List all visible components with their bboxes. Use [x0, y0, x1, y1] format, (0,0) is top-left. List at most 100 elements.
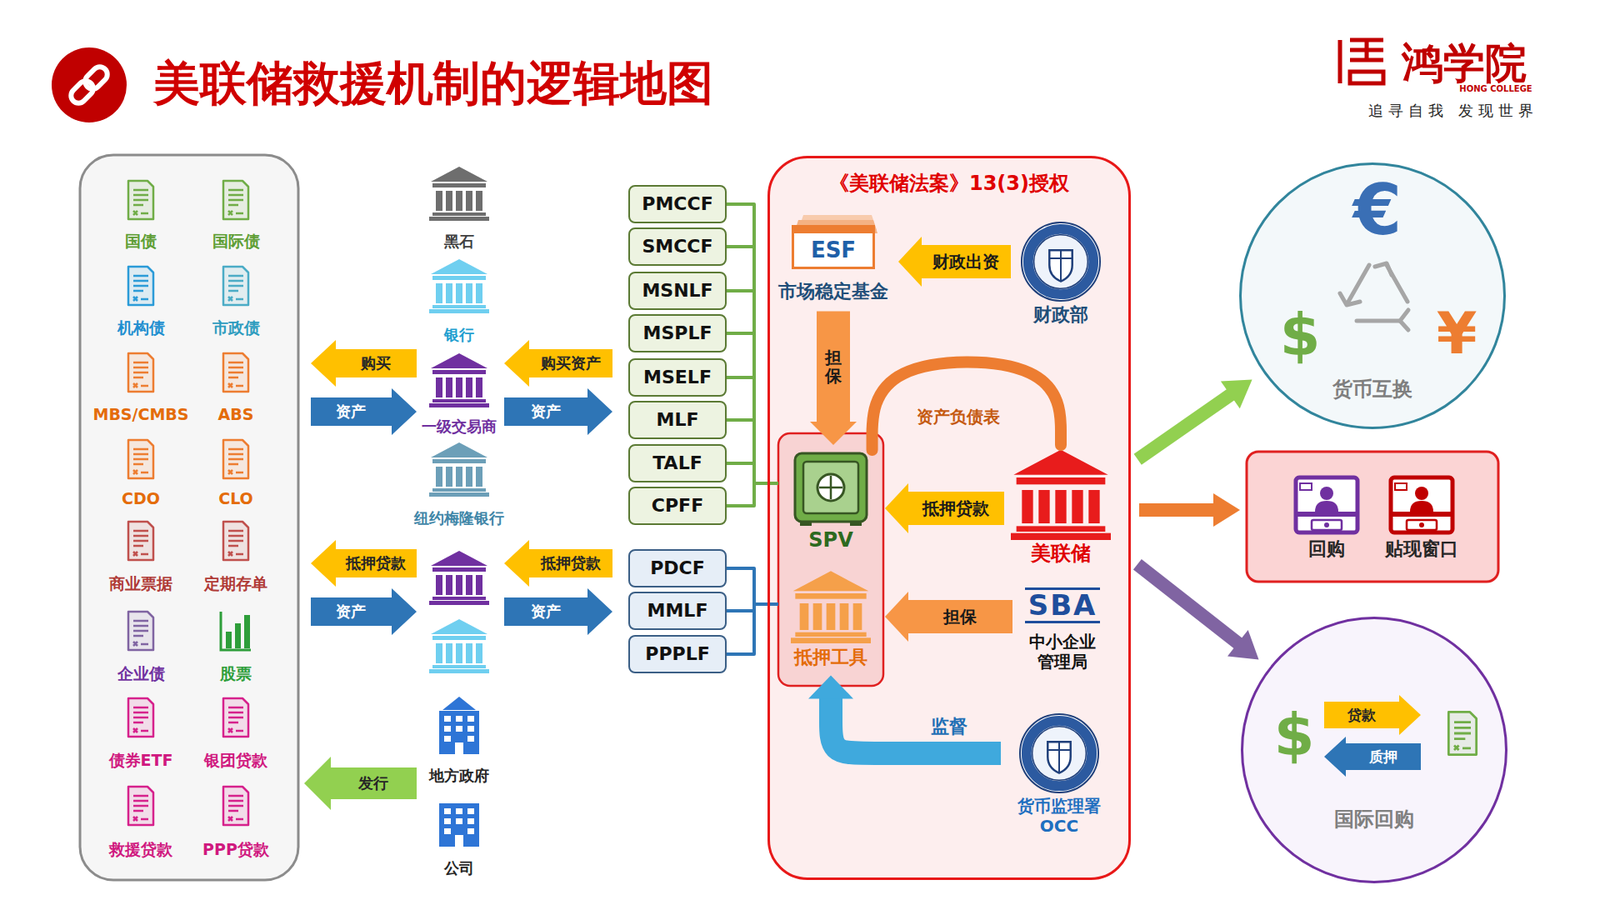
title-text: 美联储救援机制的逻辑地图	[153, 55, 714, 111]
bank-icon	[429, 619, 490, 674]
arrowhead	[808, 675, 854, 699]
connector-line	[872, 361, 1061, 450]
bank-icon	[429, 166, 490, 221]
doc-icon	[128, 698, 154, 737]
arrowhead	[810, 421, 857, 445]
node-text: PDCF	[650, 557, 705, 580]
block-arrow	[504, 388, 613, 435]
doc-icon	[223, 440, 249, 479]
edge-label: 财政出资	[932, 251, 1000, 272]
doc-icon	[223, 180, 249, 220]
facility-box: PPPLF	[628, 635, 727, 674]
facility-box: MSNLF	[628, 271, 727, 310]
connector-line	[907, 491, 1005, 525]
node-text: 美联储	[1012, 541, 1110, 566]
label-text: 贷款	[1347, 706, 1376, 724]
label-text: 救援贷款	[109, 840, 173, 860]
connector-line	[726, 246, 779, 484]
connector	[808, 675, 1001, 754]
label-text: 银行	[444, 325, 475, 345]
connector-line	[726, 604, 779, 655]
treasury-seal	[1021, 222, 1100, 301]
connector-line	[726, 420, 779, 484]
label-text: 资产	[530, 402, 561, 421]
doc-icon	[128, 786, 154, 825]
label-text: 购买资产	[540, 354, 601, 373]
block-arrow	[504, 588, 613, 635]
connector-line	[726, 333, 779, 484]
node-text: TALF	[652, 452, 702, 475]
connector	[726, 290, 779, 484]
node-text: SMCCF	[641, 235, 713, 258]
connector	[726, 246, 779, 484]
label-text: 银团贷款	[204, 750, 268, 770]
block-arrow	[1324, 695, 1421, 735]
bank-icon	[429, 353, 490, 408]
connector-line	[726, 204, 779, 484]
label-text: 国债	[125, 231, 157, 251]
node-text: 抵押工具	[785, 646, 877, 669]
label-text: 国际债	[212, 231, 260, 251]
doc-icon	[223, 266, 249, 305]
doc-icon	[1448, 711, 1476, 755]
node-text: 贴现窗口	[1385, 538, 1459, 560]
doc-icon	[128, 611, 154, 650]
connector	[1137, 564, 1260, 660]
label-text: 鸿学院	[1401, 38, 1527, 89]
connector	[1137, 380, 1252, 460]
panel-fill	[767, 155, 1131, 880]
connector-line	[1137, 394, 1231, 460]
block-arrow	[504, 540, 613, 587]
label-text: 定期存单	[204, 574, 268, 594]
node-text: MLF	[656, 409, 700, 431]
occ-seal	[1020, 714, 1099, 793]
label-text: 企业债	[117, 664, 165, 684]
connector	[885, 591, 1013, 642]
label-text: PPP贷款	[202, 840, 270, 860]
node-text: MSPLF	[643, 322, 713, 345]
connector	[1139, 493, 1240, 527]
node-text: 货币互换	[1241, 377, 1504, 402]
label-text: 股票	[220, 664, 252, 684]
stock-icon	[220, 611, 251, 650]
label-text: 抵押贷款	[345, 554, 406, 573]
label-text: 资产	[530, 602, 561, 621]
connector	[726, 483, 779, 506]
label-text: CLO	[218, 489, 254, 509]
label-text: 纽约梅隆银行	[414, 509, 505, 528]
bank-icon	[429, 550, 490, 605]
doc-icon	[128, 521, 154, 560]
block-arrow	[1324, 736, 1421, 777]
facility-box: MMLF	[628, 591, 727, 630]
bank-icon	[1010, 450, 1111, 540]
node-text: 中小企业 管理局	[1020, 631, 1105, 672]
connector	[885, 483, 1005, 534]
link-icon	[68, 64, 111, 107]
label-text: 质押	[1369, 748, 1398, 765]
arrowhead	[1227, 630, 1260, 660]
logo-mark	[1340, 40, 1384, 84]
node-text: PMCCF	[641, 193, 713, 215]
node-text: 国际回购	[1243, 807, 1505, 832]
node-text: MSELF	[643, 366, 712, 389]
spv-frame	[778, 433, 884, 686]
connector	[726, 333, 779, 484]
doc-icon	[223, 786, 249, 825]
cashier-icon	[1390, 477, 1453, 533]
node-text: MSNLF	[641, 280, 713, 302]
label-text: 市政债	[212, 318, 260, 338]
facility-box: MSELF	[628, 358, 727, 397]
node-text: 财政部	[1020, 304, 1101, 326]
bank-icon	[790, 570, 871, 644]
label-text: 购买	[360, 354, 391, 373]
label-text: 资产	[335, 402, 366, 421]
facility-box: SMCCF	[628, 227, 727, 266]
label-text: 追寻自我 发现世界	[1368, 101, 1539, 120]
doc-icon	[128, 440, 154, 479]
block-arrow	[304, 756, 417, 810]
connector-line	[830, 697, 1001, 754]
discount-window-box: 贴现窗口	[1381, 471, 1462, 564]
connector-line	[816, 310, 850, 423]
